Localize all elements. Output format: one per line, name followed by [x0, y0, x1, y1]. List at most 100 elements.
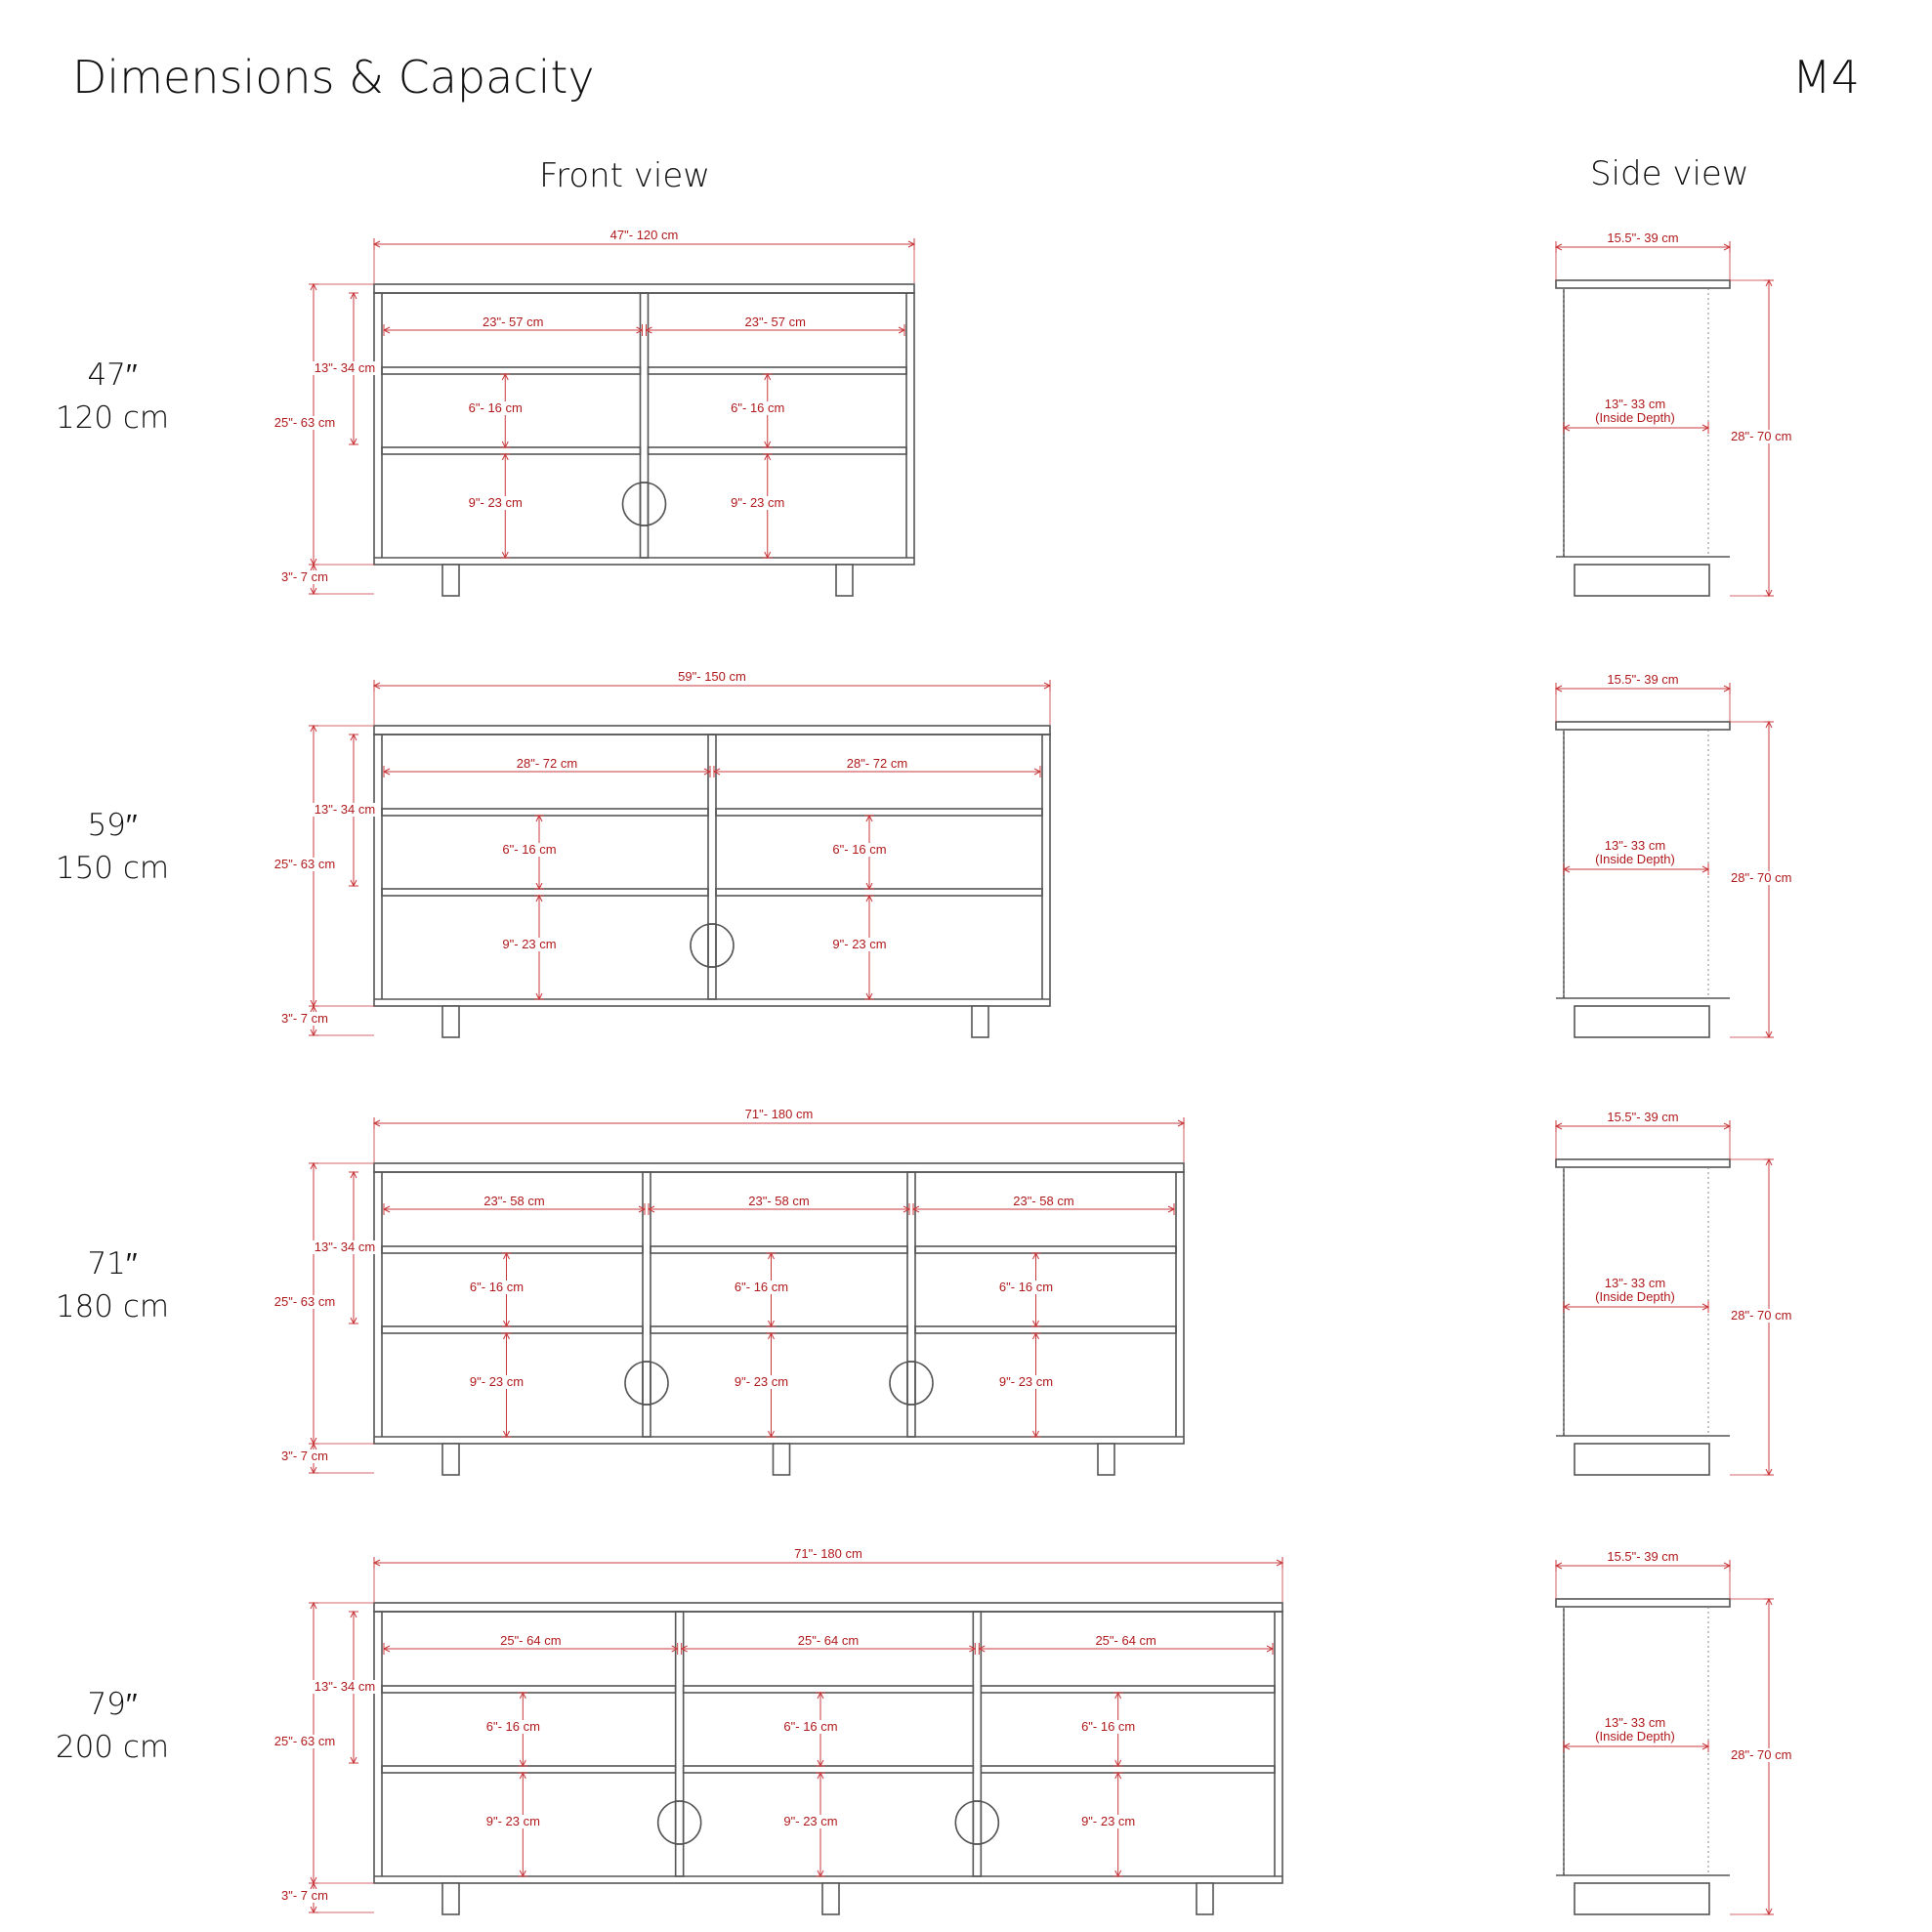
compartment-width-label-bg: [476, 315, 547, 329]
shelf-height-dim-arrow-t: [501, 372, 509, 381]
shelf-height-dim-arrow-b: [1032, 1320, 1039, 1328]
shelf-height-dim-arrow-b: [865, 882, 873, 891]
lower-height-dim-arrow-b: [817, 1869, 824, 1878]
total-width-label: 59"- 150 cm: [678, 669, 746, 684]
compartment-width-dim-arrow-r: [969, 1645, 977, 1653]
lower-height-label: 9"- 23 cm: [999, 1374, 1053, 1389]
divider: [639, 292, 650, 559]
leg-height-dim-arrow-t: [310, 1442, 317, 1450]
side-depth-dim-arrow-l: [1554, 1562, 1563, 1570]
lower-height-dim-arrow-t: [1032, 1331, 1039, 1340]
shelf-upper: [381, 1245, 644, 1254]
shelf-height-dim-arrow-t: [519, 1691, 526, 1700]
page-title: Dimensions & Capacity: [72, 51, 595, 104]
shelf-height-dim-arrow-b: [503, 1320, 510, 1328]
side-depth-label-bg: [1599, 231, 1683, 245]
compartment-width-dim-arrow-r: [898, 326, 906, 334]
total-width-dim-arrow-l: [372, 1559, 381, 1567]
lower-height-label: 9"- 23 cm: [1081, 1814, 1135, 1828]
shelf-height-label-bg: [495, 843, 560, 857]
divider: [906, 1171, 916, 1438]
cabinet-outline: [373, 1171, 1185, 1445]
compartment-width-dim-arrow-r: [638, 1205, 647, 1213]
compartment-width-label: 23"- 57 cm: [745, 315, 806, 329]
lower-height-dim-arrow-b: [519, 1869, 526, 1878]
inside-depth-label: 13"- 33 cm: [1605, 838, 1665, 853]
upper-height-label: 13"- 34 cm: [315, 1679, 375, 1694]
shelf-upper: [381, 1685, 677, 1694]
leg: [441, 564, 460, 597]
upper-height-dim-arrow-t: [350, 291, 357, 300]
leg-height-label: 3"- 7 cm: [281, 1449, 328, 1463]
side-top-board: [1555, 721, 1731, 731]
inside-depth-dim-arrow-l: [1562, 865, 1571, 873]
upper-height-dim-arrow-t: [350, 1610, 357, 1618]
lower-height-dim-arrow-t: [501, 452, 509, 461]
size-label-59: 59′′ 150 cm: [39, 804, 186, 890]
lower-height-label: 9"- 23 cm: [832, 937, 886, 951]
lower-height-label-bg: [723, 496, 788, 510]
side-depth-dim-arrow-r: [1723, 1122, 1732, 1130]
compartment-width-dim-arrow-r: [1033, 768, 1042, 776]
shelf-upper: [980, 1685, 1276, 1694]
inside-depth-label: 13"- 33 cm: [1605, 1276, 1665, 1290]
inside-depth-note-bg: [1585, 1290, 1681, 1304]
compartment-width-dim-arrow-l: [978, 1645, 986, 1653]
side-base: [1574, 1443, 1710, 1476]
shelf-height-dim-arrow-b: [764, 441, 772, 449]
divider: [674, 1611, 685, 1877]
shelf-upper: [682, 1685, 975, 1694]
compartment-width-label-bg: [840, 757, 910, 771]
compartment-width-label-bg: [493, 1634, 565, 1648]
size-inches: 47′′: [87, 357, 138, 393]
compartment-width-dim-arrow-l: [382, 768, 391, 776]
shelf-height-label-bg: [825, 843, 890, 857]
top-board: [373, 1602, 1283, 1613]
lower-height-dim-arrow-t: [817, 1771, 824, 1780]
leg: [971, 1005, 989, 1038]
total-height-dim-arrow-t: [1765, 720, 1773, 729]
shelf-height-dim-arrow-t: [1032, 1251, 1039, 1260]
shelf-height-label: 6"- 16 cm: [731, 400, 784, 415]
shelf-height-label: 6"- 16 cm: [486, 1719, 540, 1734]
inside-depth-note: (Inside Depth): [1595, 852, 1675, 866]
leg-height-dim-arrow-b: [310, 1466, 317, 1475]
lower-height-label: 9"- 23 cm: [470, 1374, 524, 1389]
total-width-label-bg: [738, 1108, 816, 1121]
inside-depth-dim-arrow-l: [1562, 1743, 1571, 1750]
lower-height-dim-arrow-b: [1114, 1869, 1122, 1878]
front-view-title: Front view: [539, 156, 711, 195]
side-depth-dim-arrow-r: [1723, 243, 1732, 251]
shelf-height-dim-arrow-b: [768, 1320, 775, 1328]
shelf-lower: [381, 888, 709, 897]
shelf-height-dim-arrow-b: [501, 441, 509, 449]
leg-height-dim-arrow-b: [310, 1906, 317, 1914]
shelf-height-label: 6"- 16 cm: [469, 400, 523, 415]
lower-height-dim-arrow-t: [768, 1331, 775, 1340]
cabinet-height-label: 25"- 63 cm: [274, 415, 335, 430]
shelf-height-label: 6"- 16 cm: [1081, 1719, 1135, 1734]
shelf-lower: [715, 888, 1043, 897]
cabinet-outline: [373, 734, 1051, 1007]
lower-height-dim-arrow-b: [768, 1430, 775, 1439]
leg-height-label-bg: [273, 1889, 332, 1903]
upper-height-dim-arrow-b: [350, 1317, 357, 1325]
side-depth-dim-arrow-r: [1723, 685, 1732, 693]
upper-height-dim-arrow-b: [350, 1756, 357, 1765]
total-height-label: 28"- 70 cm: [1731, 1747, 1791, 1762]
side-depth-dim-arrow-l: [1554, 1122, 1563, 1130]
lower-height-label-bg: [727, 1375, 792, 1389]
size-cm: 200 cm: [55, 1730, 170, 1765]
top-board: [373, 725, 1051, 735]
upper-height-label-bg: [308, 361, 378, 375]
shelf-height-label: 6"- 16 cm: [735, 1280, 788, 1294]
side-depth-dim-arrow-r: [1723, 1562, 1732, 1570]
lower-height-dim-arrow-b: [501, 551, 509, 560]
inside-depth-label-bg: [1598, 1277, 1668, 1290]
leg: [772, 1443, 791, 1476]
compartment-width-dim-arrow-r: [703, 768, 712, 776]
shelf-upper: [647, 366, 907, 375]
upper-height-dim-arrow-b: [350, 438, 357, 446]
compartment-width-label: 25"- 64 cm: [500, 1633, 561, 1648]
